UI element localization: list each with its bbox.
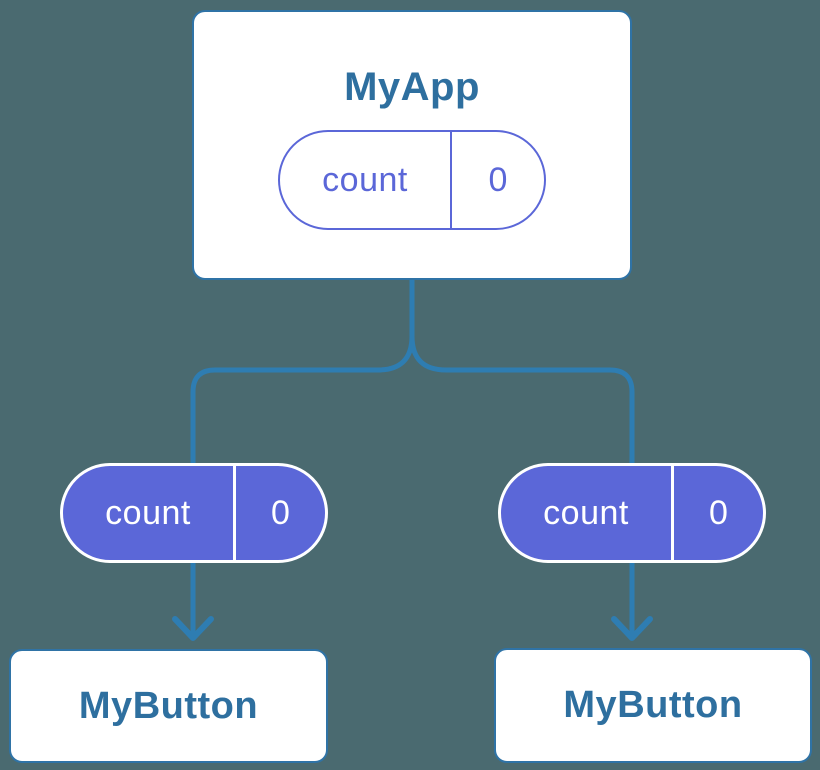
child-component-title: MyButton bbox=[563, 684, 743, 726]
root-component-title: MyApp bbox=[344, 65, 480, 109]
child-state-pill-left: count 0 bbox=[60, 463, 328, 563]
branch-line-right bbox=[409, 280, 635, 634]
state-key-label: count bbox=[322, 160, 408, 199]
branch-line-left bbox=[190, 280, 415, 634]
root-component-node: MyApp count 0 bbox=[192, 10, 632, 280]
pill-divider bbox=[671, 466, 674, 560]
child-component-node-left: MyButton bbox=[9, 649, 328, 763]
state-value-label: 0 bbox=[488, 160, 508, 199]
arrow-down-icon bbox=[172, 616, 214, 641]
arrow-down-icon bbox=[611, 616, 653, 641]
state-key-label: count bbox=[543, 493, 629, 532]
child-state-pill-right: count 0 bbox=[498, 463, 766, 563]
child-component-title: MyButton bbox=[78, 684, 259, 727]
pill-divider bbox=[450, 132, 452, 228]
root-state-pill: count 0 bbox=[278, 130, 546, 230]
child-component-node-right: MyButton bbox=[494, 648, 812, 763]
state-value-label: 0 bbox=[709, 493, 728, 532]
state-key-label: count bbox=[105, 493, 191, 532]
pill-divider bbox=[233, 466, 236, 560]
state-value-label: 0 bbox=[271, 493, 290, 532]
